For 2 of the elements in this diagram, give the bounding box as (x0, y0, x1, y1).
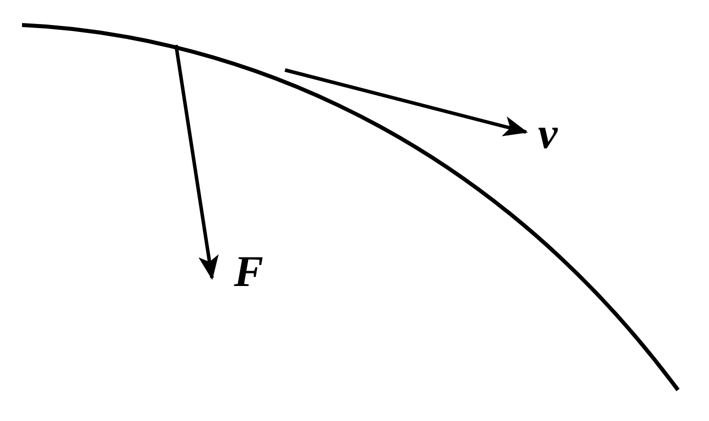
vector-label: v (538, 112, 558, 156)
vector-label: F (234, 250, 264, 294)
